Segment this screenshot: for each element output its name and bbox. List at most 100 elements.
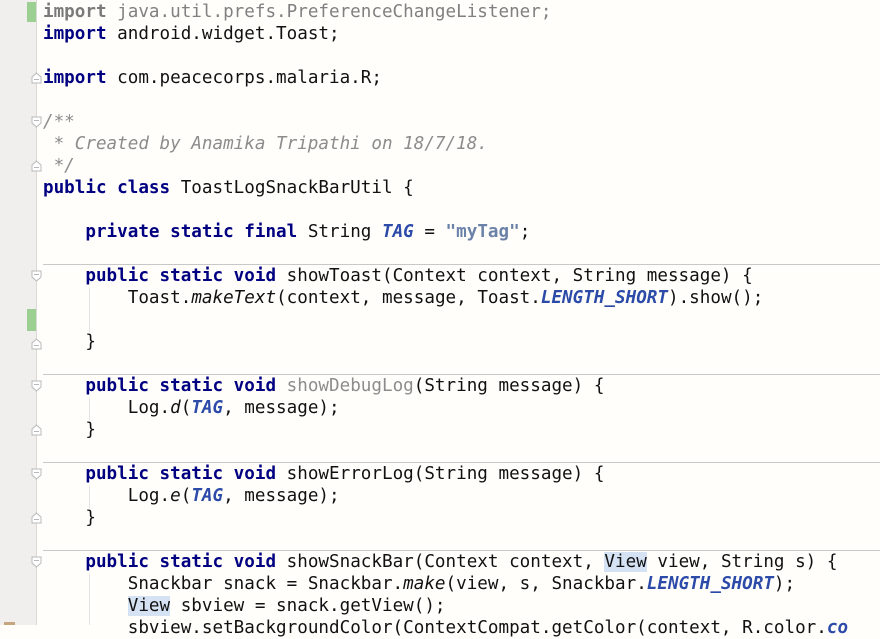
indent-guide	[89, 486, 90, 508]
keyword: import	[43, 2, 107, 22]
indent	[43, 486, 128, 506]
string-literal: "myTag"	[445, 222, 520, 242]
code-line: public class ToastLogSnackBarUtil {	[43, 177, 414, 199]
indent-guide	[89, 288, 90, 332]
method-signature: showErrorLog(String message) {	[276, 464, 605, 484]
method-separator	[43, 550, 880, 551]
code-text: , message);	[223, 486, 340, 506]
indent	[43, 376, 85, 396]
code-line: private static final String TAG = "myTag…	[43, 221, 530, 243]
code-line: public static void showSnackBar(Context …	[43, 551, 837, 573]
constant: LENGTH_SHORT	[646, 574, 774, 594]
indent	[43, 266, 85, 286]
fold-start-icon[interactable]	[31, 380, 42, 392]
indent-guide	[89, 398, 90, 420]
code-text: Log.	[127, 398, 171, 418]
fold-end-icon[interactable]	[31, 512, 42, 524]
highlighted-usage: View	[127, 596, 171, 616]
indent	[43, 618, 128, 638]
static-method: e	[170, 486, 181, 506]
keyword: public static void	[85, 552, 277, 572]
fold-start-icon[interactable]	[31, 116, 42, 128]
class-declaration: ToastLogSnackBarUtil {	[170, 178, 414, 198]
keyword: public static void	[85, 266, 277, 286]
doc-comment: */	[43, 156, 75, 176]
type: String	[297, 222, 382, 242]
code-line: public static void showErrorLog(String m…	[43, 463, 604, 485]
constant: TAG	[191, 486, 224, 506]
keyword: import	[43, 24, 107, 44]
keyword: public class	[43, 178, 171, 198]
method-separator	[43, 374, 880, 375]
keyword: public static void	[85, 464, 277, 484]
code-text: android.widget.Toast;	[106, 24, 340, 44]
code-text: );	[773, 574, 796, 594]
code-text: (view, s, Snackbar.	[445, 574, 647, 594]
code-text: com.peacecorps.malaria.R;	[106, 68, 382, 88]
code-editor[interactable]: import java.util.prefs.PreferenceChangeL…	[43, 0, 880, 638]
indent	[43, 552, 85, 572]
constant: TAG	[191, 398, 224, 418]
code-line: Snackbar snack = Snackbar.make(view, s, …	[43, 573, 795, 595]
fold-start-icon[interactable]	[31, 270, 42, 282]
doc-comment: * Created by Anamika Tripathi on 18/7/18…	[43, 134, 488, 154]
closing-brace: }	[85, 332, 96, 352]
fold-start-icon[interactable]	[31, 556, 42, 568]
fold-end-icon[interactable]	[31, 72, 42, 84]
code-line: Toast.makeText(context, message, Toast.L…	[43, 287, 764, 309]
code-line: }	[43, 331, 96, 353]
indent	[43, 398, 128, 418]
code-line: sbview.setBackgroundColor(ContextCompat.…	[43, 617, 848, 639]
code-text: Snackbar snack = Snackbar.	[127, 574, 404, 594]
code-text: , message);	[223, 398, 340, 418]
vcs-modified-marker[interactable]	[4, 622, 15, 625]
indent	[43, 508, 85, 528]
closing-brace: }	[85, 508, 96, 528]
indent	[43, 222, 85, 242]
method-signature: showToast(Context context, String messag…	[276, 266, 753, 286]
fold-start-icon[interactable]	[31, 468, 42, 480]
constant: LENGTH_SHORT	[540, 288, 668, 308]
code-line: import java.util.prefs.PreferenceChangeL…	[43, 1, 551, 23]
indent	[43, 464, 85, 484]
vcs-added-marker[interactable]	[27, 2, 36, 22]
vcs-added-marker[interactable]	[27, 309, 36, 331]
indent	[43, 420, 85, 440]
closing-brace: }	[85, 420, 96, 440]
static-method: d	[170, 398, 181, 418]
code-text: sbview.setBackgroundColor(ContextCompat.…	[127, 618, 827, 638]
code-text: (context, message, Toast.	[276, 288, 541, 308]
unused-method-name: showDebugLog	[276, 376, 414, 396]
constant: co	[826, 618, 849, 638]
code-line: Log.d(TAG, message);	[43, 397, 340, 419]
code-text: sbview = snack.getView();	[170, 596, 446, 616]
keyword: public static void	[85, 376, 277, 396]
code-line: }	[43, 507, 96, 529]
code-text: view, String s) {	[646, 552, 838, 572]
code-text: Log.	[127, 486, 171, 506]
static-method: make	[403, 574, 446, 594]
indent	[43, 288, 128, 308]
fold-end-icon[interactable]	[31, 424, 42, 436]
code-line: Log.e(TAG, message);	[43, 485, 340, 507]
code-text: (	[180, 486, 192, 506]
code-line: import com.peacecorps.malaria.R;	[43, 67, 382, 89]
code-line: public static void showDebugLog(String m…	[43, 375, 604, 397]
fold-end-icon[interactable]	[31, 338, 42, 350]
keyword: private static final	[85, 222, 298, 242]
code-line: }	[43, 419, 96, 441]
fold-end-icon[interactable]	[31, 160, 42, 172]
keyword: import	[43, 68, 107, 88]
indent	[43, 596, 128, 616]
doc-comment: /**	[43, 112, 75, 132]
operator: =	[413, 222, 446, 242]
code-line: import android.widget.Toast;	[43, 23, 340, 45]
method-separator	[43, 462, 880, 463]
method-params: (String message) {	[413, 376, 605, 396]
code-line: View sbview = snack.getView();	[43, 595, 446, 617]
constant: TAG	[381, 222, 414, 242]
unused-import: java.util.prefs.PreferenceChangeListener…	[106, 2, 552, 22]
indent	[43, 332, 85, 352]
code-text: Toast.	[127, 288, 192, 308]
semicolon: ;	[519, 222, 531, 242]
